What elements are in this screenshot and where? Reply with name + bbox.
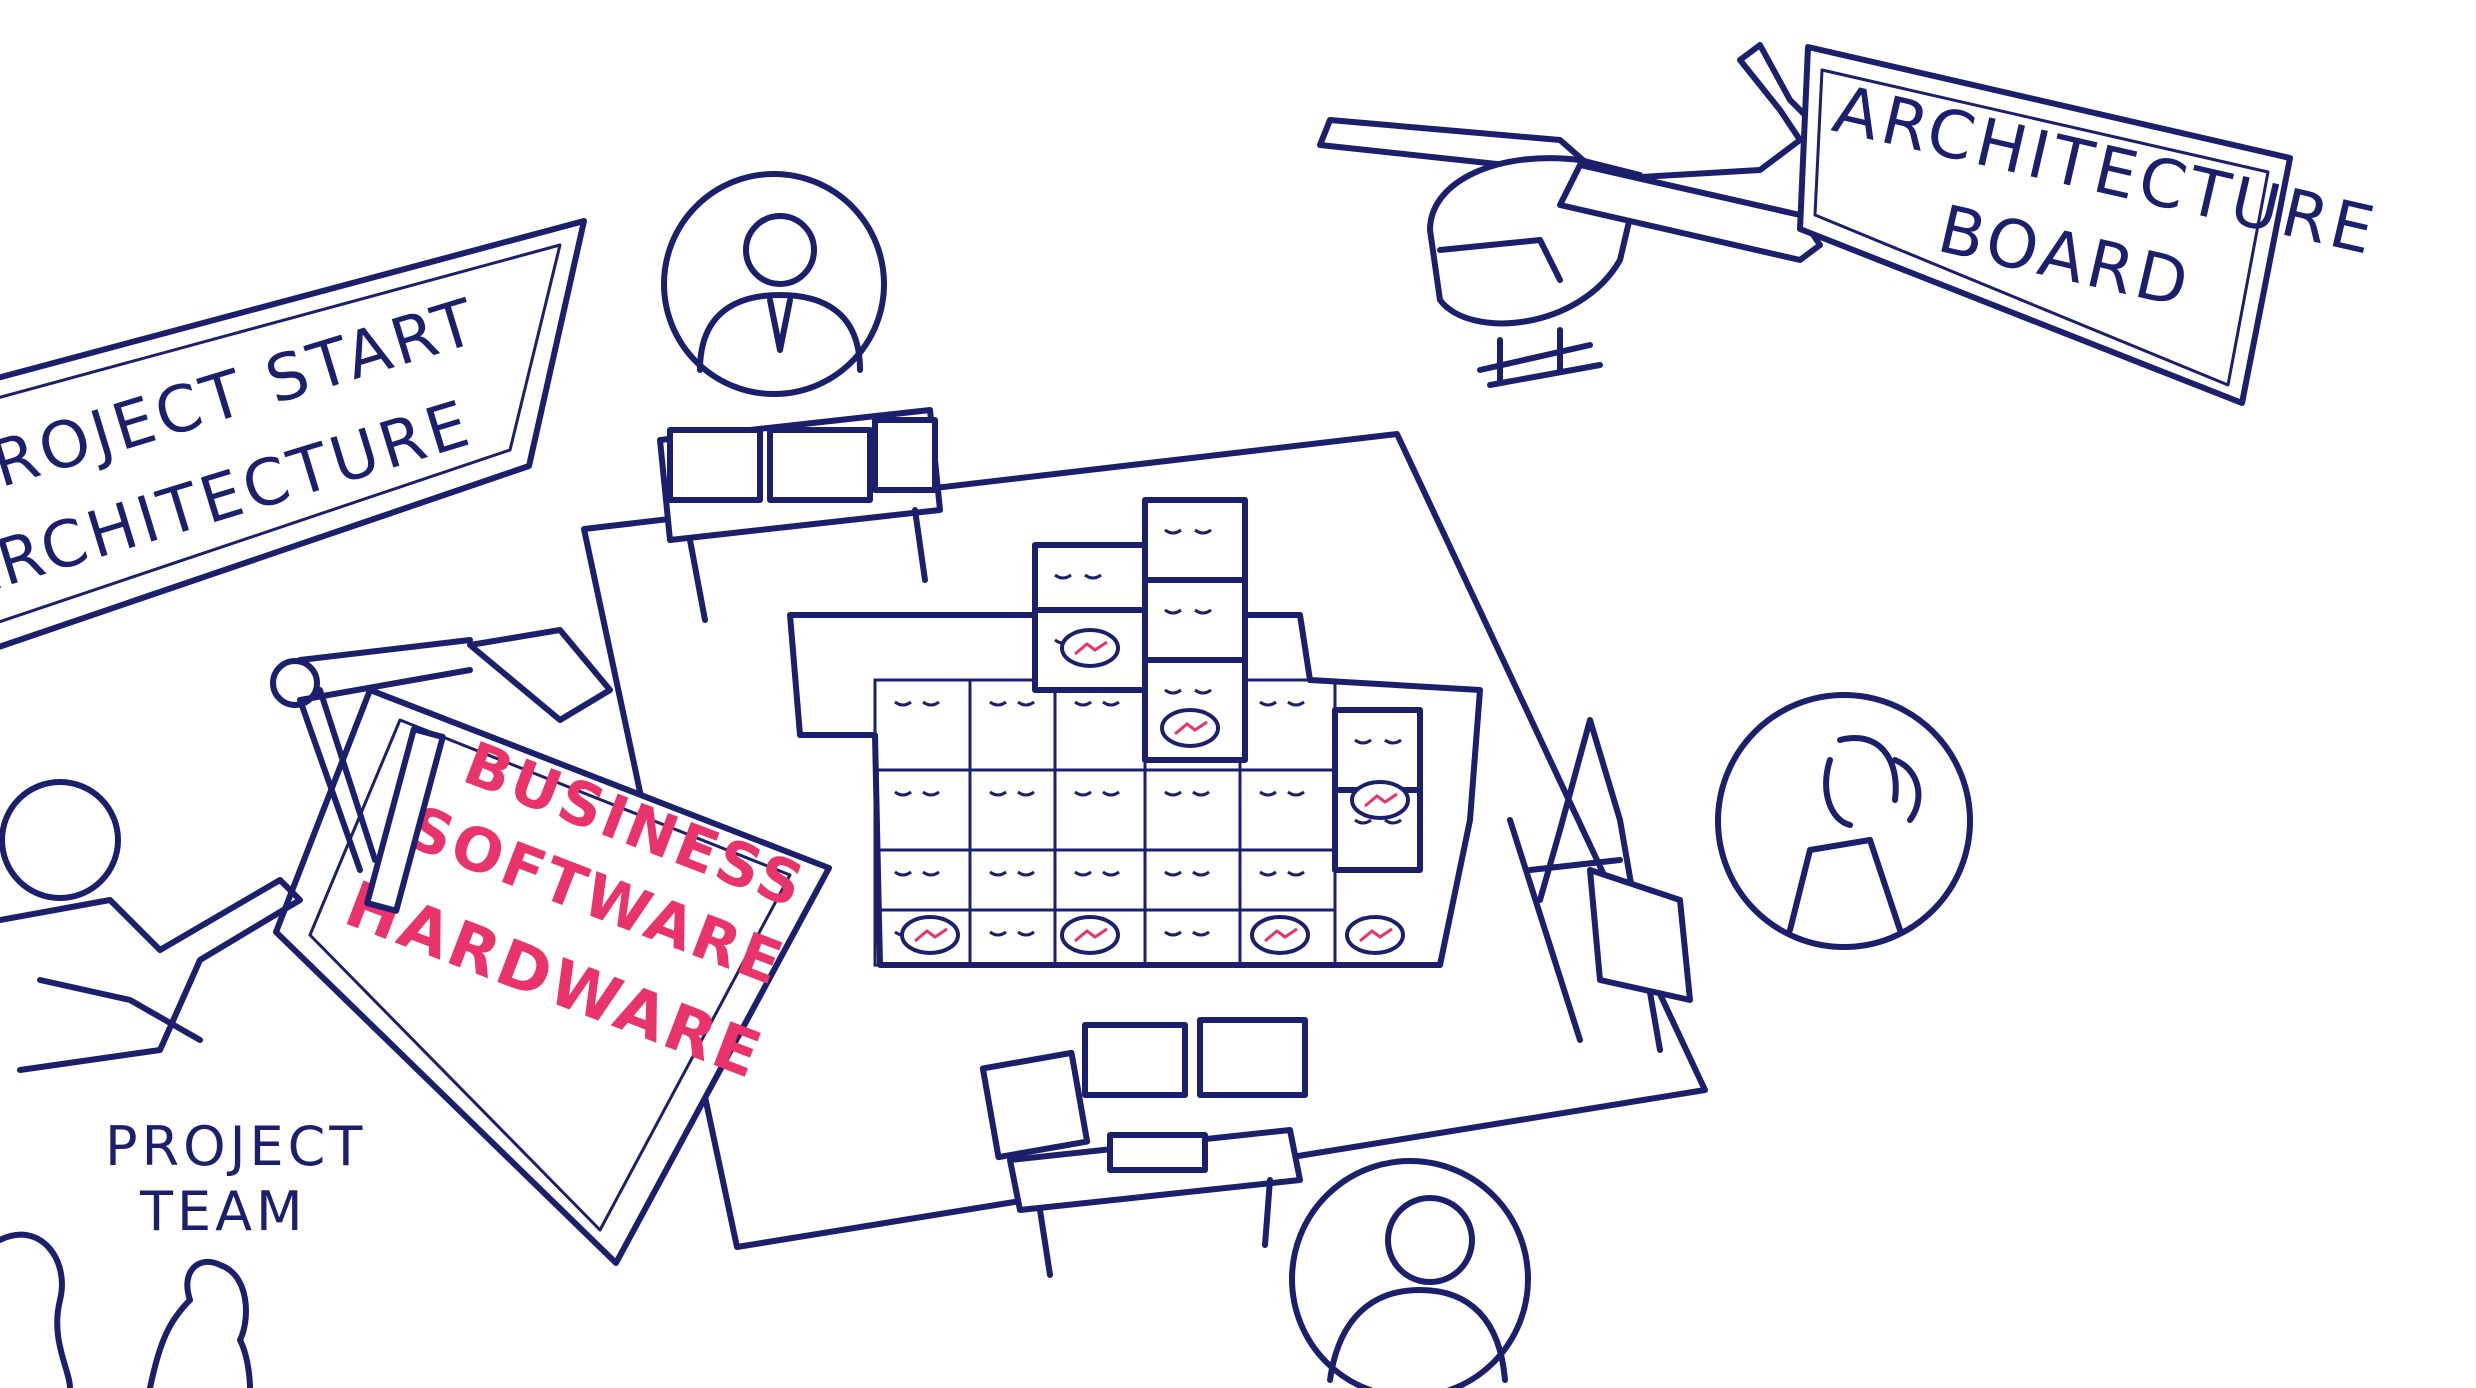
team-silhouettes — [0, 1231, 253, 1388]
block-structure — [787, 497, 1483, 968]
person-avatar-bottom — [1289, 1158, 1531, 1388]
block-stud — [1259, 790, 1305, 797]
block-tower-cube — [1142, 577, 1248, 663]
block-stud — [1259, 700, 1305, 707]
block-cell — [1238, 908, 1337, 967]
desk-top — [657, 407, 943, 623]
block-stud — [1164, 790, 1210, 797]
block-stud — [1354, 738, 1402, 745]
desk-bottom — [979, 1017, 1308, 1278]
presenter-figure — [0, 779, 303, 1073]
easel — [1507, 717, 1693, 1053]
block-logo-mark — [1359, 927, 1393, 943]
block-stud — [1164, 930, 1210, 937]
block-stud — [1164, 688, 1212, 695]
block-stud — [1164, 528, 1212, 535]
block-stud — [1074, 700, 1120, 707]
block-tower-cube — [1142, 497, 1248, 583]
block-stud — [1164, 608, 1212, 615]
block-stud — [989, 930, 1035, 937]
helicopter-icon — [1317, 42, 1823, 388]
block-logo-mark — [1364, 792, 1398, 808]
block-stud — [1074, 790, 1120, 797]
block-tower-cube — [1332, 707, 1423, 793]
block-stud — [989, 790, 1035, 797]
block-stud — [989, 700, 1035, 707]
block-logo-mark — [1074, 640, 1108, 656]
block-logo-mark — [914, 927, 948, 943]
architecture-board-sign: ARCHITECTURE BOARD — [1797, 44, 2385, 406]
project-start-sign: PROJECT START ARCHITECTURE — [0, 218, 587, 650]
block-stud — [894, 790, 940, 797]
block-stud — [894, 870, 940, 877]
project-team-label-line1: PROJECT — [105, 1115, 366, 1178]
person-avatar-right — [1715, 692, 1973, 950]
block-logo-mark — [1264, 927, 1298, 943]
block-logo-mark — [1074, 927, 1108, 943]
block-stud — [894, 700, 940, 707]
block-base — [787, 612, 1483, 968]
person-avatar-top — [661, 171, 887, 397]
block-stud — [1164, 870, 1210, 877]
block-tower-cube — [1032, 607, 1148, 693]
block-stud — [1259, 870, 1305, 877]
block-stud — [1354, 818, 1402, 825]
block-stud — [1054, 573, 1102, 580]
block-stud — [989, 870, 1035, 877]
block-logo-mark — [1174, 720, 1208, 736]
projector-arm — [270, 627, 613, 914]
project-team-label-line2: TEAM — [139, 1180, 307, 1243]
block-stud — [1074, 870, 1120, 877]
